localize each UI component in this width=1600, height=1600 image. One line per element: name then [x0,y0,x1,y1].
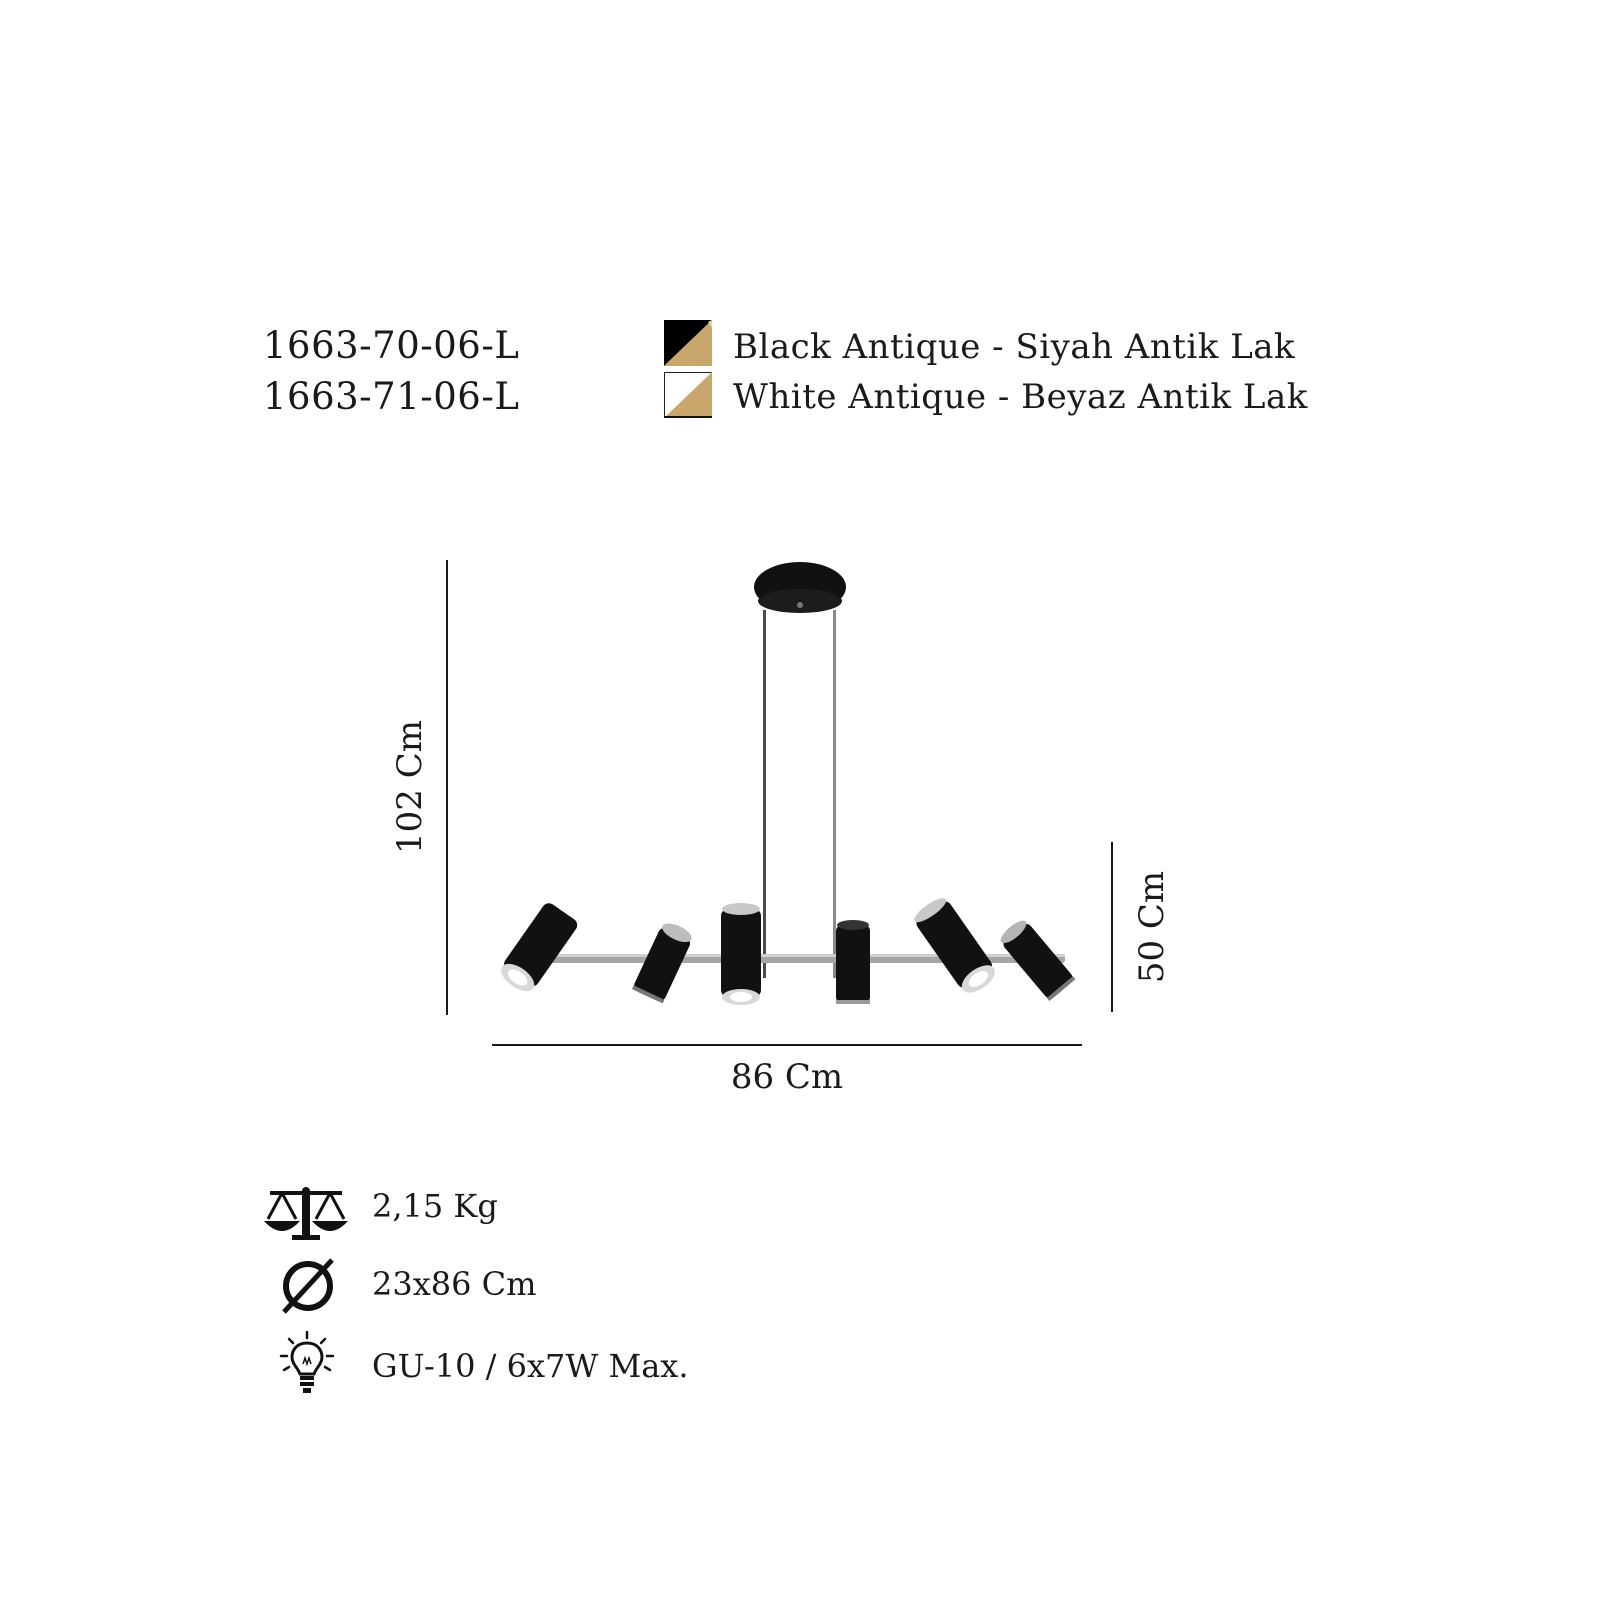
weight-value: 2,15 Kg [372,1187,498,1225]
bulb-icon [279,1330,335,1393]
chandelier-illustration [501,562,1076,1005]
bar-height-dimension-label: 50 Cm [1132,870,1172,984]
finish-label-white: White Antique - Beyaz Antik Lak [733,377,1308,417]
scale-icon [264,1187,348,1240]
bar-height-dimension-line [1111,842,1113,1012]
product-code-white: 1663-71-06-L [263,375,520,418]
height-dimension-line [446,560,448,1015]
diameter-icon [282,1258,334,1314]
width-dimension-line [492,1044,1082,1046]
black-antique-swatch-icon [664,320,712,366]
finish-label-black: Black Antique - Siyah Antik Lak [733,327,1296,367]
width-dimension-label: 86 Cm [730,1057,844,1097]
product-code-black: 1663-70-06-L [263,324,520,367]
diameter-value: 23x86 Cm [372,1265,537,1303]
bulb-value: GU-10 / 6x7W Max. [372,1347,689,1385]
white-antique-swatch-icon [664,372,712,418]
height-dimension-label: 102 Cm [390,720,430,854]
